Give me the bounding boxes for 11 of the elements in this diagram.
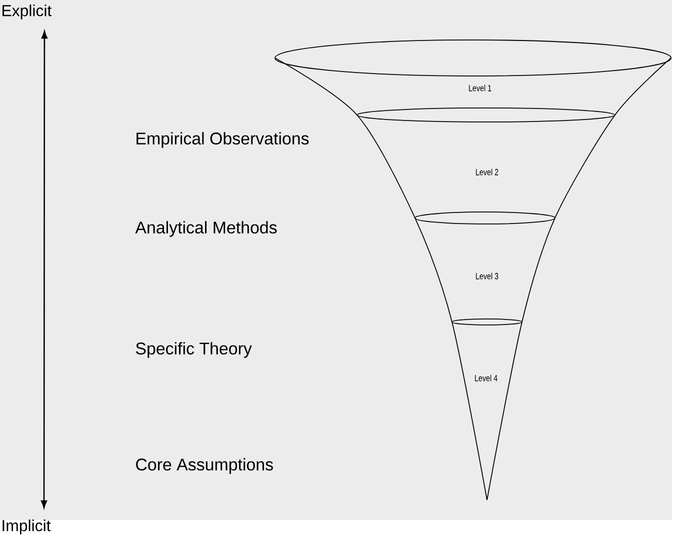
level-description: Specific Theory [136,342,252,358]
level-label: Level 2 [476,168,498,176]
level-description: Core Assumptions [136,458,273,474]
level-description: Analytical Methods [135,221,277,237]
scale-label: Explicit [2,4,52,20]
level-label: Level 3 [476,272,498,280]
level-label: Level 1 [469,84,492,92]
double-arrow [40,30,48,508]
level-label: Level 4 [475,374,498,382]
scale-label: Implicit [2,520,51,534]
level-description: Empirical Observations [136,132,309,148]
